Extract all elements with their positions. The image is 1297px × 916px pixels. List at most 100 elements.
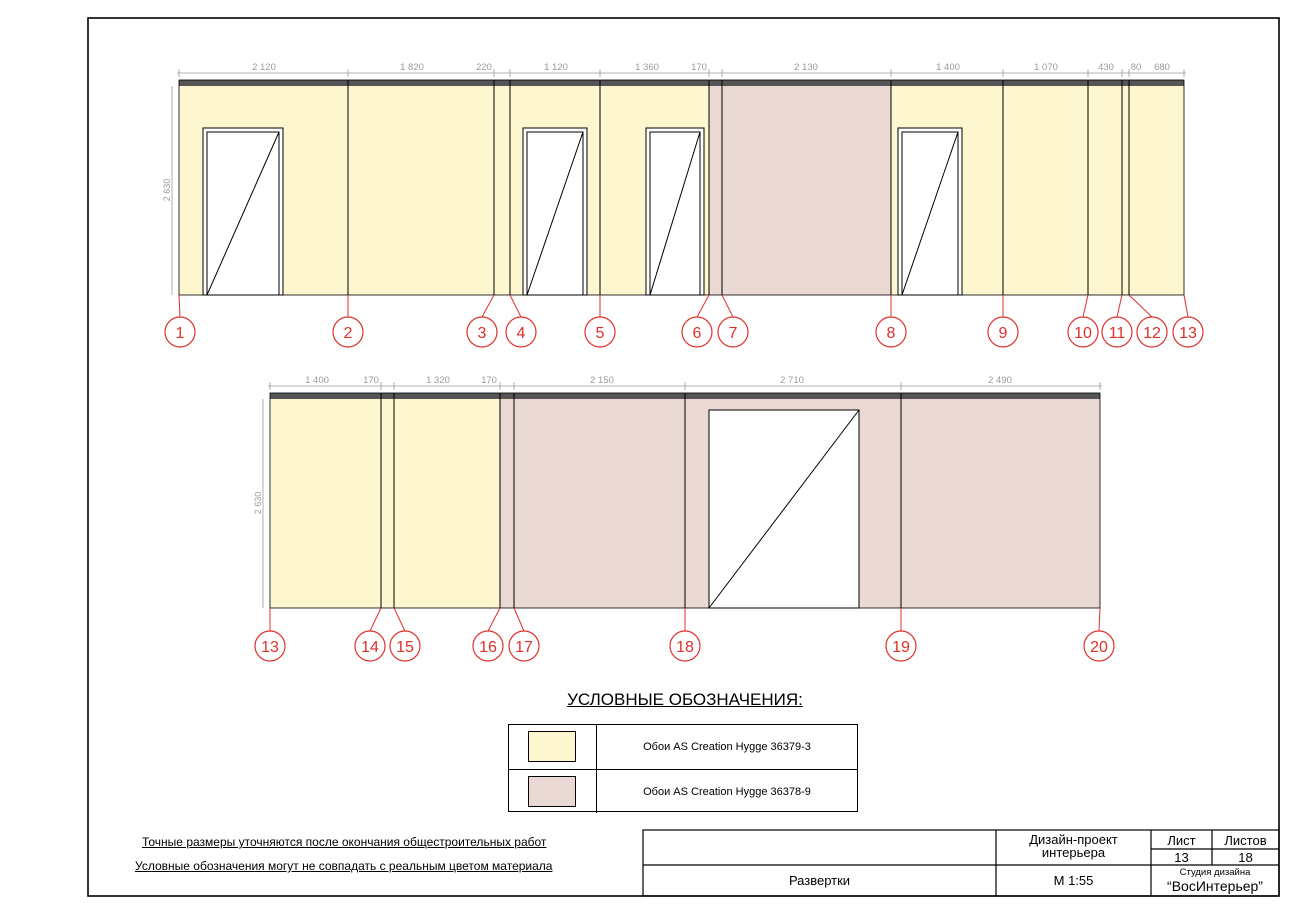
section-marker: 14	[354, 607, 386, 662]
wall-corner-lines	[380, 393, 902, 608]
sheets-total: 18	[1238, 850, 1253, 865]
dimension-value: 2 150	[590, 375, 614, 386]
section-markers: 13 14 15 16 17 18 19 20	[254, 607, 1115, 662]
marker-number: 11	[1109, 325, 1126, 342]
dimension-labels: 2 120 1 820 220 1 120 1 360 170 2 130 1 400 1 07…	[252, 62, 1170, 73]
wall-panel-pink	[709, 86, 722, 295]
dimension-value: 430	[1098, 62, 1114, 73]
wall-corner-lines	[347, 80, 1130, 295]
door-opening	[645, 127, 705, 296]
marker-number: 7	[729, 325, 738, 342]
marker-number: 6	[693, 325, 702, 342]
marker-number: 15	[396, 639, 414, 656]
title-block-frame	[642, 829, 1280, 897]
note-colors: Условные обозначения могут не совпадать …	[135, 859, 553, 873]
studio-name: “ВосИнтерьер”	[1167, 878, 1263, 894]
marker-number: 4	[517, 325, 526, 342]
section-marker: 5	[584, 295, 616, 348]
section-marker: 15	[389, 607, 421, 662]
section-marker: 8	[875, 295, 907, 348]
marker-number: 13	[1179, 325, 1197, 342]
marker-number: 3	[478, 325, 487, 342]
section-marker: 13	[254, 608, 286, 662]
note-dimensions: Точные размеры уточняются после окончани…	[142, 835, 547, 849]
section-marker: 1	[164, 294, 196, 348]
section-marker: 16	[472, 607, 504, 662]
wall-panel-yellow	[270, 399, 500, 608]
dimension-value: 1 120	[544, 62, 568, 73]
dimension-value: 1 400	[305, 375, 329, 386]
marker-number: 16	[479, 639, 497, 656]
section-marker: 7	[717, 294, 749, 348]
dimension-value: 2 710	[780, 375, 804, 386]
legend-label: Обои AS Creation Hygge 36379-3	[643, 741, 811, 753]
drawing-scale: М 1:55	[1053, 873, 1094, 888]
marker-number: 5	[596, 325, 605, 342]
marker-number: 18	[676, 639, 694, 656]
section-marker: 9	[987, 295, 1019, 348]
section-marker: 17	[508, 607, 540, 662]
section-marker: 10	[1067, 294, 1099, 348]
swatch-yellow	[528, 731, 576, 762]
dimension-value: 80	[1131, 62, 1142, 73]
marker-number: 2	[344, 325, 353, 342]
door-opening	[202, 127, 284, 296]
marker-number: 19	[892, 639, 910, 656]
marker-number: 10	[1074, 325, 1092, 342]
marker-number: 12	[1143, 325, 1161, 342]
opening	[708, 409, 860, 609]
wall-panel-pink	[722, 86, 891, 295]
project-title: Дизайн-проект интерьера	[1029, 832, 1118, 860]
legend-label: Обои AS Creation Hygge 36378-9	[643, 786, 811, 798]
ceiling-strip	[179, 80, 1184, 86]
dimension-value: 2 120	[252, 62, 276, 73]
height-dimension: 2 630	[253, 492, 263, 515]
section-marker: 13	[1172, 294, 1204, 348]
dimension-value: 2 490	[988, 375, 1012, 386]
marker-number: 8	[887, 325, 896, 342]
dimension-value: 220	[476, 62, 492, 73]
dimension-value: 1 320	[426, 375, 450, 386]
height-dimension: 2 630	[162, 179, 172, 202]
legend-row: Обои AS Creation Hygge 36378-9	[509, 769, 857, 813]
section-marker: 20	[1083, 607, 1115, 662]
marker-number: 17	[515, 639, 533, 656]
section-marker: 18	[669, 608, 701, 662]
dimension-value: 1 400	[936, 62, 960, 73]
elevation-bottom: 1 400 170 1 320 170 2 150 2 710 2 490 2 630 13…	[253, 375, 1115, 662]
section-marker: 6	[681, 294, 713, 348]
legend-title: УСЛОВНЫЕ ОБОЗНАЧЕНИЯ:	[567, 690, 803, 709]
marker-number: 14	[361, 639, 379, 656]
studio-label: Студия дизайна	[1179, 867, 1251, 878]
section-marker: 4	[505, 294, 537, 348]
dimension-value: 1 070	[1034, 62, 1058, 73]
marker-number: 1	[176, 325, 185, 342]
sheet-number: 13	[1174, 850, 1189, 865]
sheet-label: Лист	[1167, 833, 1196, 848]
legend-table: Обои AS Creation Hygge 36379-3 Обои AS C…	[508, 724, 858, 813]
dimension-value: 1 820	[400, 62, 424, 73]
marker-number: 9	[999, 325, 1008, 342]
dimension-value: 680	[1154, 62, 1170, 73]
drawing-name: Развертки	[788, 873, 851, 888]
dimension-value: 170	[691, 62, 707, 73]
elevation-top: 2 120 1 820 220 1 120 1 360 170 2 130 1 400 1 07…	[162, 62, 1204, 348]
marker-number: 20	[1090, 639, 1108, 656]
marker-number: 13	[261, 639, 279, 656]
swatch-pink	[528, 776, 576, 807]
dimension-value: 2 130	[794, 62, 818, 73]
dimension-value: 170	[363, 375, 379, 386]
section-marker: 11	[1101, 294, 1133, 348]
section-marker: 12	[1128, 294, 1168, 348]
dimension-value: 1 360	[635, 62, 659, 73]
legend-row: Обои AS Creation Hygge 36379-3	[509, 725, 857, 769]
dimension-line	[171, 69, 1186, 295]
door-opening	[897, 127, 963, 296]
sheets-label: Листов	[1224, 833, 1267, 848]
door-opening	[522, 127, 588, 296]
section-marker: 19	[885, 608, 917, 662]
dimension-labels: 1 400 170 1 320 170 2 150 2 710 2 490	[305, 375, 1012, 386]
dimension-value: 170	[481, 375, 497, 386]
